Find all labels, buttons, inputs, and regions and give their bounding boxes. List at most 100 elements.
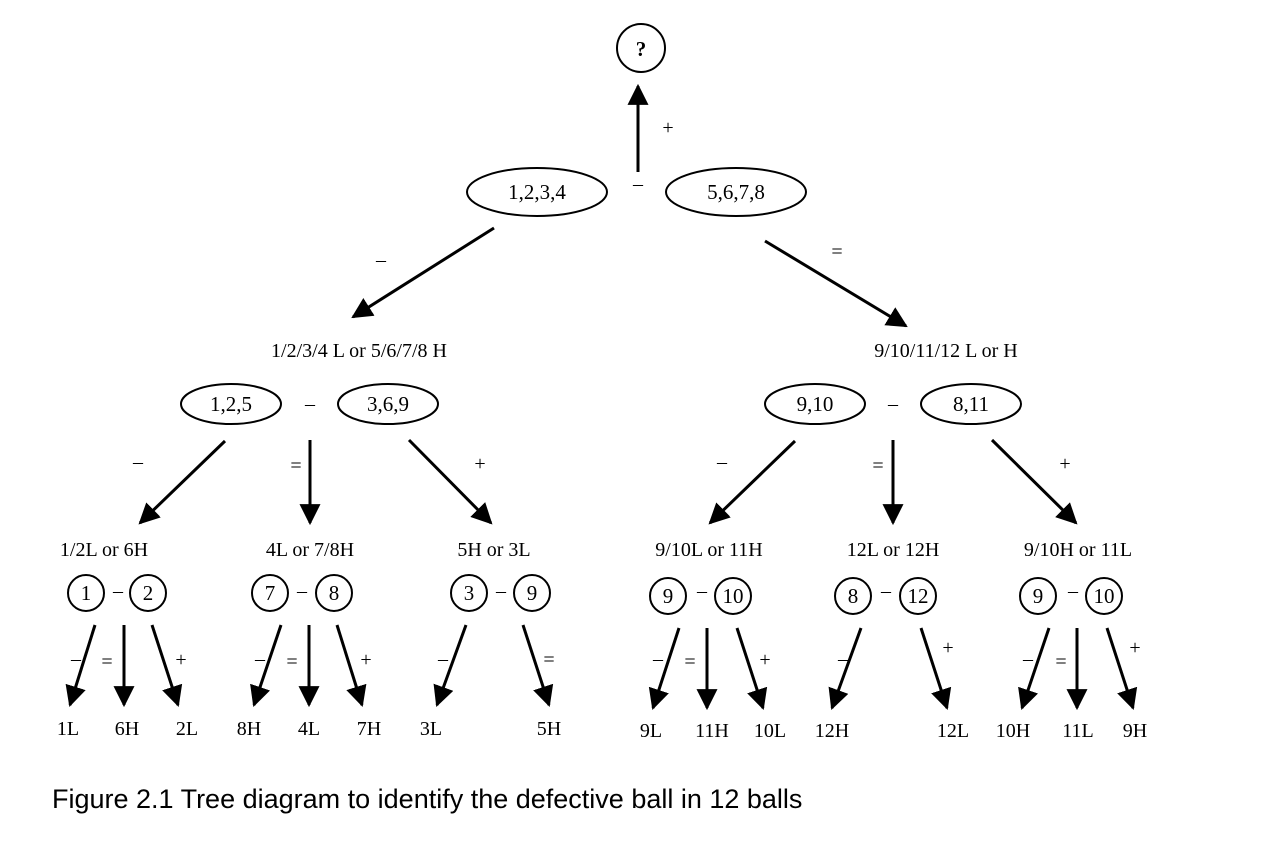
leaf-label: 11H <box>695 720 729 742</box>
leaf-arrow <box>648 627 681 710</box>
ball-vs: – <box>880 580 892 602</box>
leaf-arrow <box>65 624 97 708</box>
ball-vs: – <box>495 580 507 602</box>
left-case-arrow-minus <box>138 439 227 525</box>
level1-right-arrow <box>764 239 908 328</box>
ball-node <box>315 574 353 612</box>
leaf-sign: = <box>1055 651 1066 673</box>
ball-vs: – <box>1067 580 1079 602</box>
level1-right-pan <box>665 167 807 217</box>
group-heading: 4L or 7/8H <box>266 539 354 561</box>
leaf-arrow <box>919 627 952 710</box>
ball-label: 10 <box>723 584 744 608</box>
leaf-sign: + <box>360 649 371 671</box>
right-case-right-label: 8,11 <box>953 392 989 416</box>
ball-node <box>834 577 872 615</box>
group-heading: 12L or 12H <box>847 539 940 561</box>
leaf-label: 10H <box>996 720 1030 742</box>
leaf-arrow <box>521 624 554 707</box>
ball-node <box>1085 577 1123 615</box>
leaf-sign: = <box>101 651 112 673</box>
leaf-label: 12L <box>937 720 969 742</box>
leaf-label: 4L <box>298 718 320 740</box>
leaf-arrow <box>1105 627 1138 710</box>
leaf-label: 5H <box>537 718 561 740</box>
left-case-vs: – <box>304 393 316 415</box>
leaf-arrow <box>828 627 863 710</box>
ball-node <box>1019 577 1057 615</box>
ball-label: 9 <box>1033 584 1044 608</box>
figure-caption: Figure 2.1 Tree diagram to identify the … <box>52 784 803 814</box>
level1-left-sign: – <box>375 249 387 271</box>
root-arrow-sign: + <box>662 117 673 139</box>
left-case-right-label: 3,6,9 <box>367 392 409 416</box>
left-case-sign-minus: – <box>132 451 144 473</box>
ball-node <box>129 574 167 612</box>
ball-label: 8 <box>848 584 859 608</box>
right-case-sign-equal: = <box>872 455 883 477</box>
level1-left-label: 1,2,3,4 <box>508 180 566 204</box>
ball-node <box>513 574 551 612</box>
left-case-sign-plus: + <box>474 453 485 475</box>
leaf-sign: + <box>1129 637 1140 659</box>
leaf-arrow <box>335 624 367 708</box>
left-case-left-pan <box>180 383 282 425</box>
leaf-sign: – <box>837 648 849 670</box>
left-case-arrow-plus <box>407 438 493 525</box>
ball-label: 7 <box>265 581 276 605</box>
left-case-left-label: 1,2,5 <box>210 392 252 416</box>
ball-label: 9 <box>663 584 674 608</box>
ball-label: 12 <box>908 584 929 608</box>
leaf-label: 9L <box>640 720 662 742</box>
ball-label: 2 <box>143 581 154 605</box>
left-case-right-pan <box>337 383 439 425</box>
ball-label: 8 <box>329 581 340 605</box>
group-heading: 1/2L or 6H <box>60 539 148 561</box>
right-case-sign-plus: + <box>1059 453 1070 475</box>
leaf-label: 8H <box>237 718 261 740</box>
ball-node <box>251 574 289 612</box>
leaf-label: 2L <box>176 718 198 740</box>
right-case-right-pan <box>920 383 1022 425</box>
leaf-sign: + <box>175 649 186 671</box>
right-case-left-label: 9,10 <box>797 392 834 416</box>
root-label: ? <box>636 37 647 61</box>
group-heading: 5H or 3L <box>457 539 530 561</box>
ball-vs: – <box>696 580 708 602</box>
leaf-arrow <box>1018 627 1051 710</box>
leaf-sign: – <box>70 648 82 670</box>
leaf-label: 3L <box>420 718 442 740</box>
level1-left-arrow <box>351 226 495 319</box>
ball-label: 3 <box>464 581 475 605</box>
ball-label: 10 <box>1094 584 1115 608</box>
level1-right-sign: = <box>831 241 842 263</box>
leaf-sign: – <box>437 648 449 670</box>
leaf-label: 7H <box>357 718 381 740</box>
group-heading: 9/10H or 11L <box>1024 539 1132 561</box>
left-case-heading: 1/2/3/4 L or 5/6/7/8 H <box>271 340 447 362</box>
leaf-label: 12H <box>815 720 849 742</box>
level1-left-pan <box>466 167 608 217</box>
leaf-sign: – <box>254 648 266 670</box>
leaf-arrow <box>150 624 183 707</box>
leaf-sign: = <box>684 651 695 673</box>
leaf-sign: + <box>942 637 953 659</box>
ball-node <box>450 574 488 612</box>
leaf-sign: + <box>759 649 770 671</box>
ball-vs: – <box>112 580 124 602</box>
leaf-sign: – <box>652 648 664 670</box>
level1-vs: – <box>632 173 644 195</box>
leaf-label: 10L <box>754 720 786 742</box>
leaf-sign: = <box>286 651 297 673</box>
leaf-arrow <box>250 624 283 707</box>
leaf-arrow <box>433 624 468 707</box>
ball-vs: – <box>296 580 308 602</box>
leaf-arrow <box>735 627 768 710</box>
root-node <box>616 23 666 73</box>
leaf-sign: – <box>1022 648 1034 670</box>
leaf-label: 11L <box>1062 720 1093 742</box>
ball-label: 9 <box>527 581 538 605</box>
ball-node <box>899 577 937 615</box>
right-case-arrow-minus <box>708 439 797 525</box>
